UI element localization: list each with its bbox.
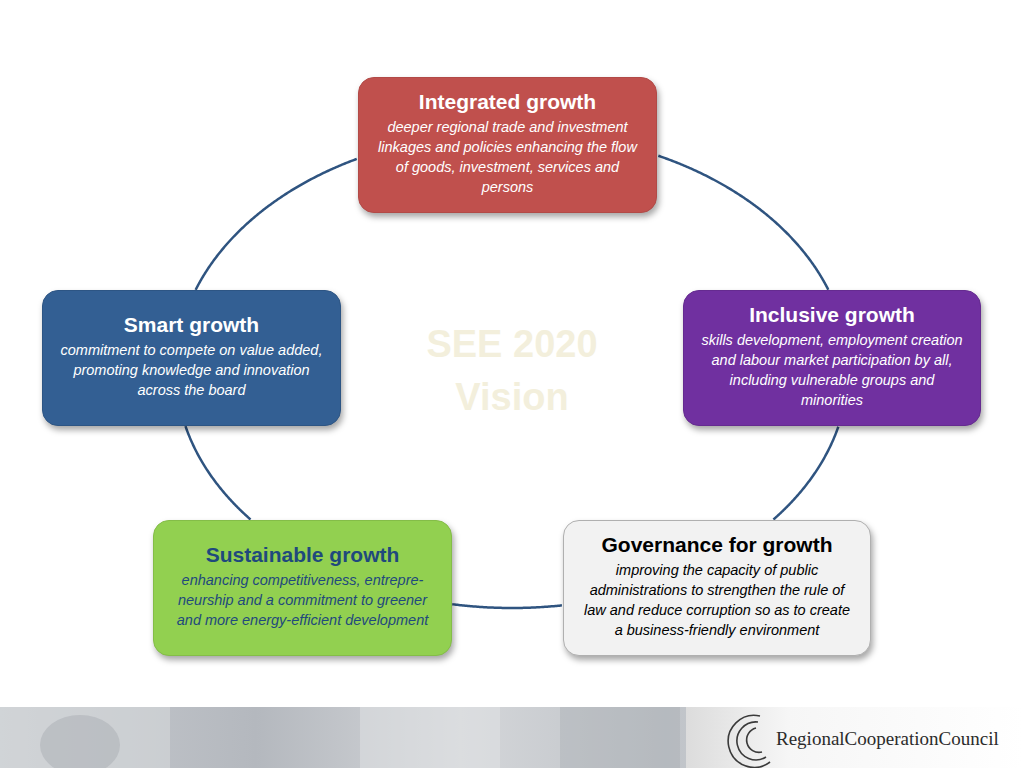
box-heading: Governance for growth: [601, 532, 832, 558]
goal-box: Governance for growthimproving the capac…: [563, 520, 871, 656]
goal-box: Integrated growthdeeper regional trade a…: [358, 77, 657, 213]
logo-mark: [728, 715, 770, 767]
cycle-arc: [196, 159, 357, 290]
cycle-arc: [452, 604, 562, 608]
box-description: improving the capacity of public adminis…: [580, 560, 854, 640]
photo-strip: [0, 707, 1024, 768]
box-heading: Sustainable growth: [206, 542, 400, 568]
cycle-arc: [185, 426, 250, 519]
logo-panel: [686, 707, 1024, 768]
box-description: skills development, employment creation …: [700, 330, 964, 410]
box-description: enhancing competitiveness, entrepre- neu…: [170, 570, 435, 630]
photo-detail: [40, 715, 120, 768]
box-heading: Smart growth: [124, 312, 259, 338]
cycle-arc: [658, 156, 828, 290]
photo-panel: [560, 707, 680, 768]
box-heading: Inclusive growth: [749, 302, 915, 328]
goal-box: Sustainable growthenhancing competitiven…: [153, 520, 452, 656]
box-heading: Integrated growth: [419, 89, 596, 115]
logo-arc: [747, 728, 762, 752]
box-description: commitment to compete on value added, pr…: [59, 340, 324, 400]
logo-arc: [728, 715, 770, 767]
cycle-arc: [773, 427, 838, 520]
goal-box: Smart growthcommitment to compete on val…: [42, 290, 341, 426]
organisation-logo-text: RegionalCooperationCouncil: [776, 728, 1016, 750]
watermark-title: SEE 2020 Vision: [402, 318, 622, 424]
photo-panel: [360, 707, 500, 768]
box-description: deeper regional trade and investment lin…: [375, 117, 640, 197]
goal-box: Inclusive growthskills development, empl…: [683, 290, 981, 426]
logo-arc: [737, 722, 766, 760]
